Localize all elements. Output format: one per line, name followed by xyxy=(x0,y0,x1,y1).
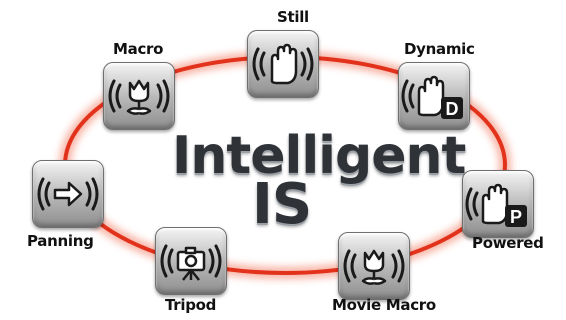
flower-icon xyxy=(108,79,170,115)
title-line-intelligent: Intelligent xyxy=(172,126,466,186)
mode-label: Tripod xyxy=(165,296,217,314)
mode-movie-macro: Movie Macro xyxy=(332,232,436,314)
mode-label: Dynamic xyxy=(404,40,475,58)
mode-label: Movie Macro xyxy=(332,296,436,314)
mode-tile xyxy=(338,232,410,300)
mode-tile xyxy=(247,30,319,98)
mode-label: Macro xyxy=(113,40,164,58)
camera-icon xyxy=(160,244,222,281)
mode-tripod: Tripod xyxy=(155,227,227,314)
open-hand-icon xyxy=(252,43,314,85)
badge-letter: D xyxy=(446,99,459,119)
mode-tile xyxy=(32,160,104,228)
hand-p-icon: P xyxy=(465,183,527,227)
mode-label: Powered xyxy=(472,234,544,252)
mode-tile xyxy=(103,62,175,130)
badge-letter: P xyxy=(510,207,522,227)
mode-powered: P Powered xyxy=(462,170,544,252)
mode-macro: Macro xyxy=(103,40,175,130)
mode-label: Panning xyxy=(27,232,94,250)
title-line-is: IS xyxy=(252,172,312,237)
flower-icon xyxy=(343,249,405,285)
arrow-right-icon xyxy=(37,177,99,211)
mode-dynamic: D Dynamic xyxy=(398,40,475,130)
mode-still: Still xyxy=(247,8,319,98)
mode-tile: D xyxy=(398,62,470,130)
mode-panning: Panning xyxy=(27,160,104,250)
mode-tile: P xyxy=(462,170,534,238)
mode-tile xyxy=(155,227,227,295)
hand-d-icon: D xyxy=(401,75,463,119)
mode-label: Still xyxy=(277,8,309,26)
